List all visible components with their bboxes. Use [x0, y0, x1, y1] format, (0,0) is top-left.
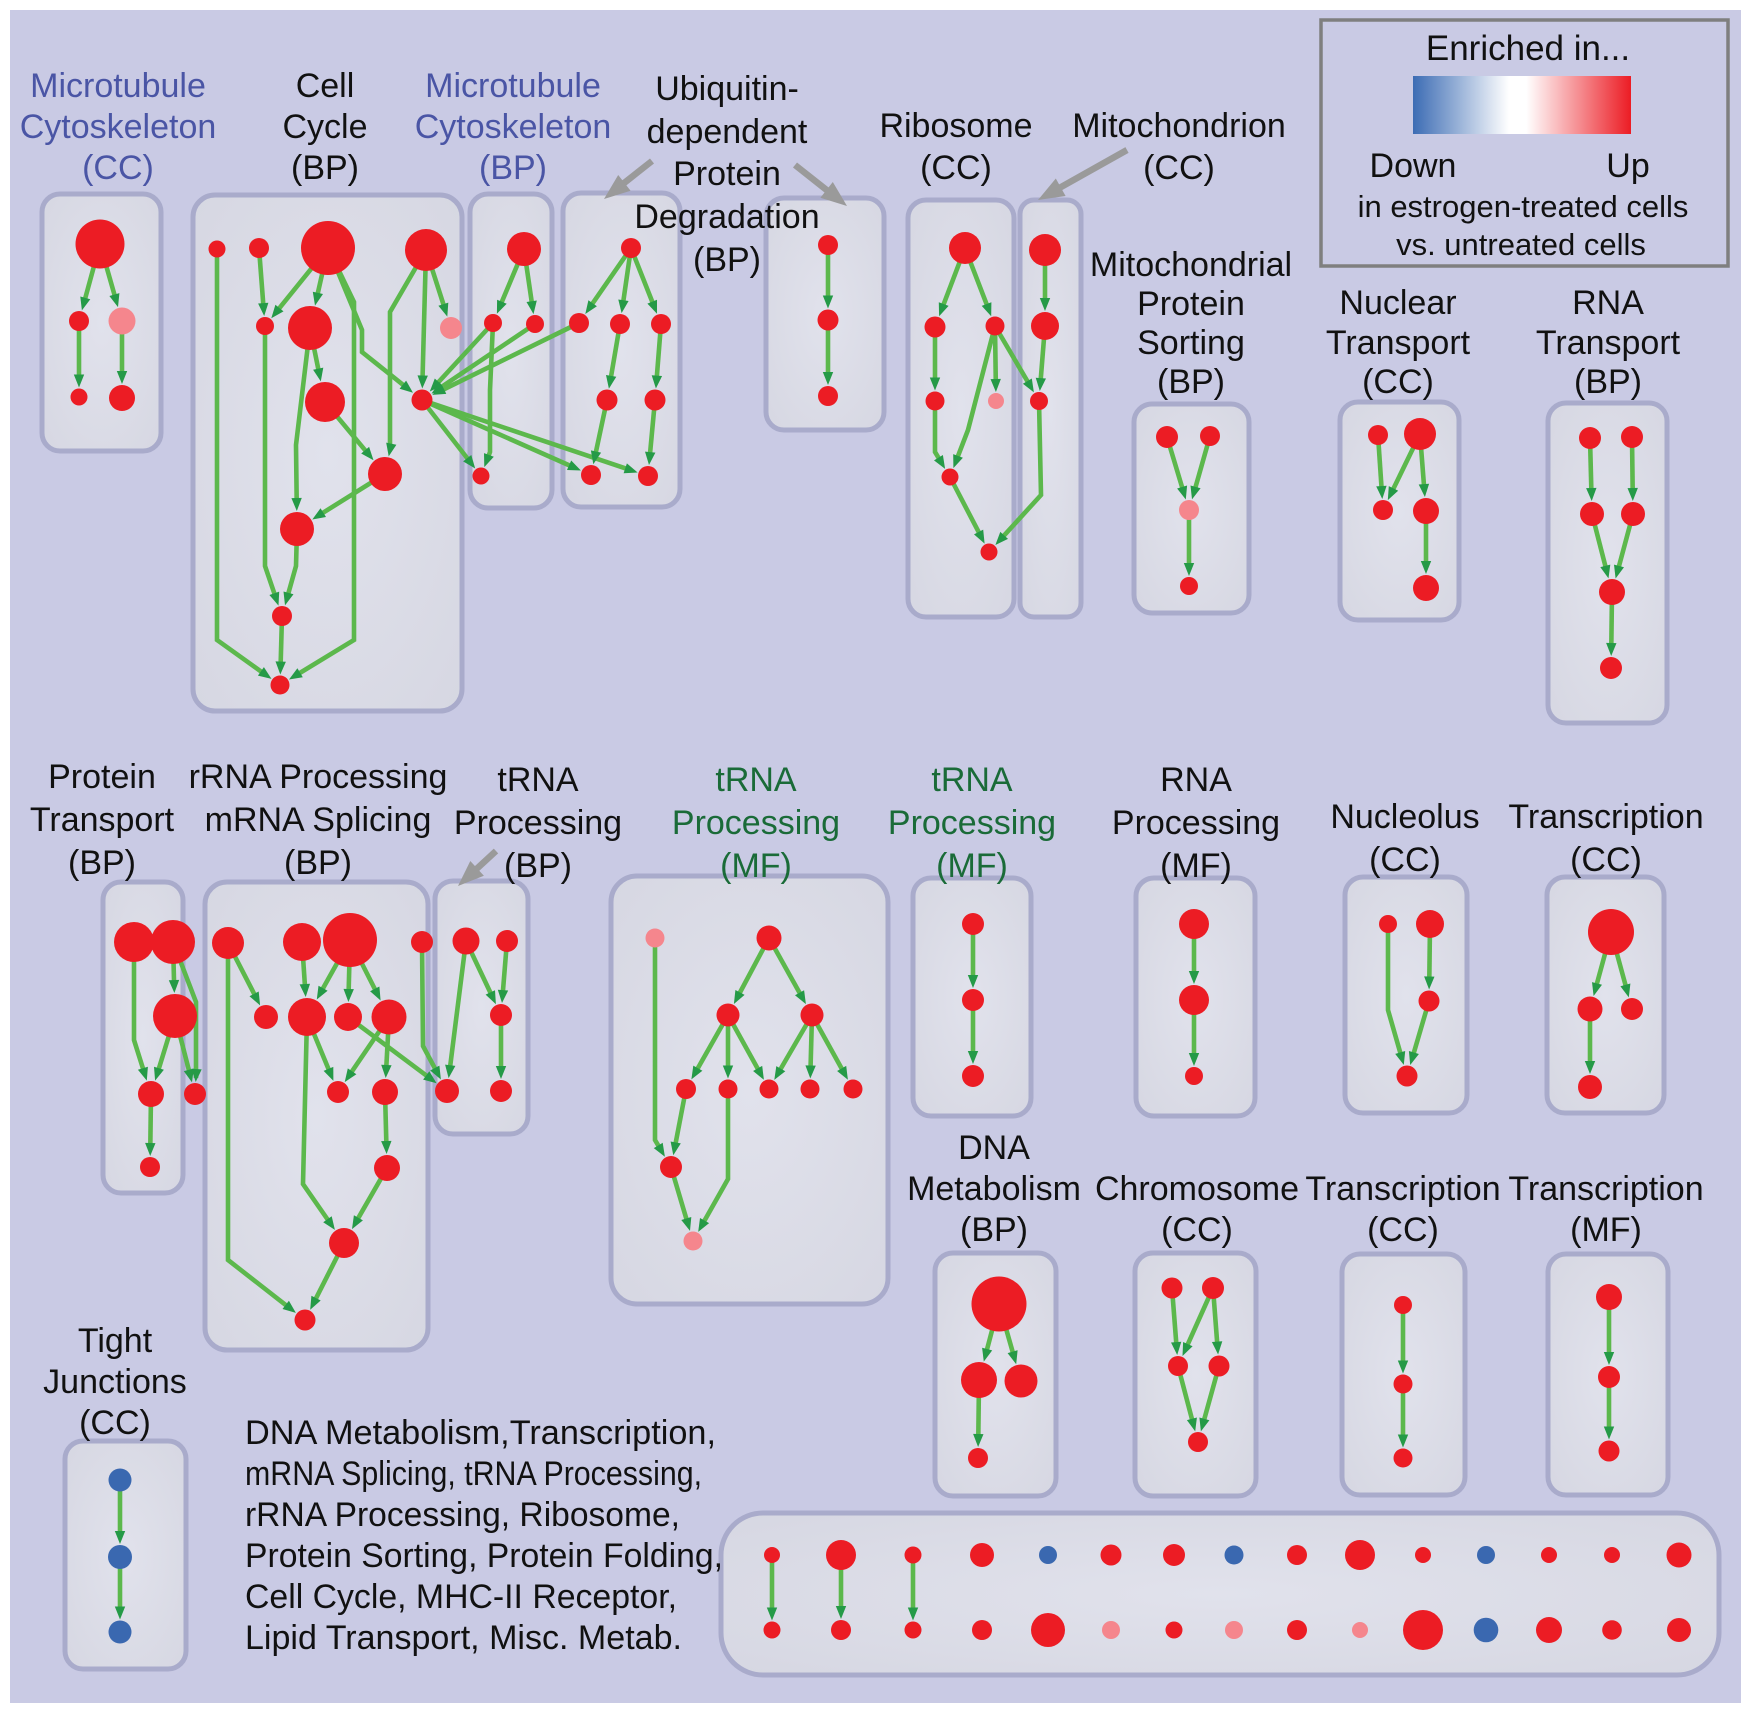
svg-text:Cytoskeleton: Cytoskeleton — [20, 108, 217, 146]
svg-text:(CC): (CC) — [1161, 1211, 1233, 1249]
svg-text:in estrogen-treated cells: in estrogen-treated cells — [1358, 189, 1689, 224]
svg-text:DNA Metabolism,Transcription,: DNA Metabolism,Transcription, — [245, 1414, 716, 1452]
svg-text:(CC): (CC) — [1367, 1211, 1439, 1249]
svg-text:Transport: Transport — [30, 801, 175, 839]
svg-text:tRNA: tRNA — [715, 761, 797, 799]
svg-text:(MF): (MF) — [1160, 847, 1232, 885]
svg-text:Processing: Processing — [454, 804, 622, 842]
svg-text:Enriched in...: Enriched in... — [1426, 29, 1630, 68]
svg-text:Protein: Protein — [1137, 285, 1245, 323]
svg-text:Ubiquitin-: Ubiquitin- — [655, 70, 799, 108]
svg-text:(CC): (CC) — [1362, 363, 1434, 401]
svg-text:(CC): (CC) — [1143, 149, 1215, 187]
svg-text:(BP): (BP) — [504, 847, 572, 885]
svg-text:Junctions: Junctions — [43, 1363, 187, 1401]
svg-text:Nuclear: Nuclear — [1339, 284, 1456, 322]
svg-text:tRNA: tRNA — [931, 761, 1013, 799]
svg-text:(BP): (BP) — [68, 844, 136, 882]
svg-text:rRNA Processing, Ribosome,: rRNA Processing, Ribosome, — [245, 1496, 680, 1534]
svg-text:(BP): (BP) — [693, 241, 761, 279]
svg-text:(BP): (BP) — [284, 844, 352, 882]
svg-text:Nucleolus: Nucleolus — [1330, 798, 1479, 836]
svg-text:(MF): (MF) — [1570, 1211, 1642, 1249]
svg-text:(BP): (BP) — [1157, 363, 1225, 401]
svg-text:Processing: Processing — [672, 804, 840, 842]
svg-text:Lipid Transport, Misc. Metab.: Lipid Transport, Misc. Metab. — [245, 1619, 682, 1657]
svg-text:Sorting: Sorting — [1137, 324, 1245, 362]
svg-text:vs. untreated cells: vs. untreated cells — [1396, 227, 1646, 262]
svg-text:Microtubule: Microtubule — [30, 67, 206, 105]
svg-text:Transcription: Transcription — [1305, 1170, 1500, 1208]
svg-text:mRNA Splicing, tRNA Processing: mRNA Splicing, tRNA Processing, — [245, 1455, 702, 1493]
svg-text:Cytoskeleton: Cytoskeleton — [415, 108, 612, 146]
svg-text:Tight: Tight — [78, 1322, 153, 1360]
svg-text:Processing: Processing — [888, 804, 1056, 842]
svg-text:Cell: Cell — [296, 67, 355, 105]
svg-text:Protein Sorting, Protein Foldi: Protein Sorting, Protein Folding, — [245, 1537, 723, 1575]
svg-text:Mitochondrial: Mitochondrial — [1090, 246, 1292, 284]
svg-text:rRNA Processing: rRNA Processing — [189, 758, 448, 796]
svg-text:mRNA Splicing: mRNA Splicing — [205, 801, 432, 839]
svg-text:Down: Down — [1370, 147, 1457, 185]
svg-text:(BP): (BP) — [479, 149, 547, 187]
svg-text:Transcription: Transcription — [1508, 1170, 1703, 1208]
svg-text:dependent: dependent — [647, 113, 808, 151]
svg-text:Chromosome: Chromosome — [1095, 1170, 1299, 1208]
svg-text:(CC): (CC) — [920, 149, 992, 187]
svg-text:(BP): (BP) — [1574, 363, 1642, 401]
svg-text:(BP): (BP) — [960, 1211, 1028, 1249]
svg-text:Cell Cycle, MHC-II Receptor,: Cell Cycle, MHC-II Receptor, — [245, 1578, 677, 1616]
svg-text:RNA: RNA — [1572, 284, 1644, 322]
svg-text:(CC): (CC) — [82, 149, 154, 187]
svg-text:tRNA: tRNA — [497, 761, 579, 799]
svg-text:Protein: Protein — [48, 758, 156, 796]
svg-text:Metabolism: Metabolism — [907, 1170, 1081, 1208]
svg-text:Ribosome: Ribosome — [879, 107, 1032, 145]
svg-text:Transport: Transport — [1536, 324, 1681, 362]
svg-text:(CC): (CC) — [1570, 841, 1642, 879]
svg-text:Mitochondrion: Mitochondrion — [1072, 107, 1286, 145]
svg-text:Degradation: Degradation — [634, 198, 819, 236]
svg-text:Protein: Protein — [673, 155, 781, 193]
svg-text:Cycle: Cycle — [282, 108, 367, 146]
svg-text:DNA: DNA — [958, 1129, 1030, 1167]
svg-text:RNA: RNA — [1160, 761, 1232, 799]
svg-text:Transcription: Transcription — [1508, 798, 1703, 836]
svg-text:(CC): (CC) — [79, 1404, 151, 1442]
svg-text:(MF): (MF) — [720, 847, 792, 885]
svg-text:Processing: Processing — [1112, 804, 1280, 842]
svg-text:Transport: Transport — [1326, 324, 1471, 362]
svg-text:(MF): (MF) — [936, 847, 1008, 885]
svg-text:Microtubule: Microtubule — [425, 67, 601, 105]
svg-text:(BP): (BP) — [291, 149, 359, 187]
svg-text:(CC): (CC) — [1369, 841, 1441, 879]
svg-text:Up: Up — [1606, 147, 1649, 185]
